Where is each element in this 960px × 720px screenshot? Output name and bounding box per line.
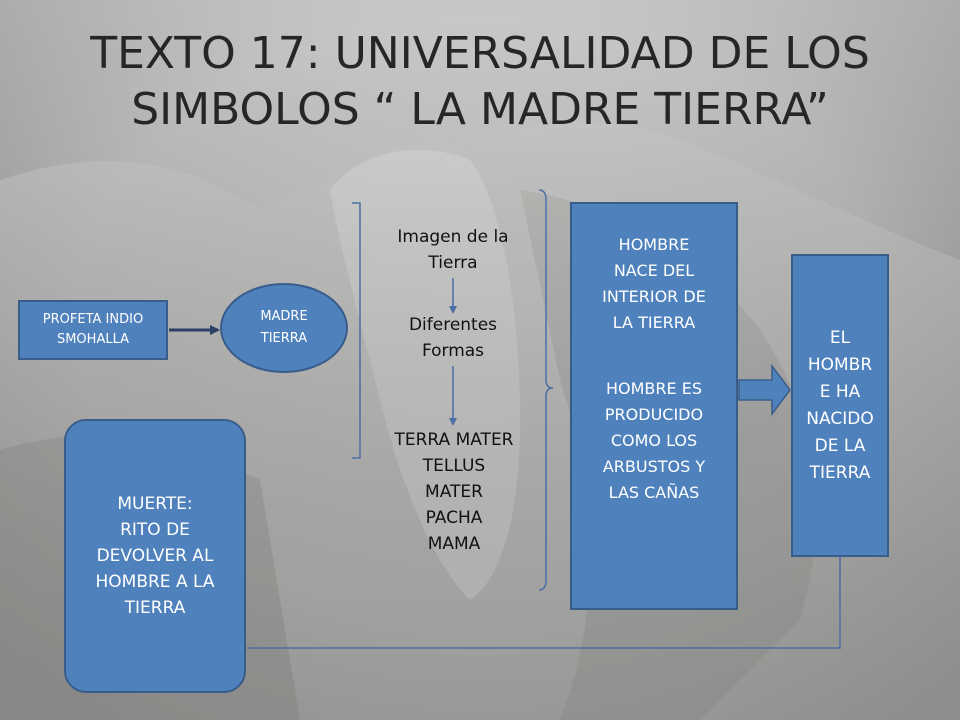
el-line: TIERRA <box>809 462 871 483</box>
muerte-line: HOMBRE A LA <box>95 572 215 592</box>
hombre-line: PRODUCIDO <box>604 405 704 424</box>
terra-line: TERRA MATER <box>394 430 514 450</box>
hombre-paragraph-1: HOMBRE NACE DEL INTERIOR DE LA TIERRA <box>602 232 706 336</box>
muerte-box: MUERTE: RITO DE DEVOLVER AL HOMBRE A LA … <box>64 419 246 693</box>
terra-line: PACHA <box>425 508 483 528</box>
muerte-line: RITO DE <box>120 520 190 540</box>
hombre-box: HOMBRE NACE DEL INTERIOR DE LA TIERRA HO… <box>570 202 738 610</box>
hombre-line: INTERIOR DE <box>602 287 706 306</box>
title-line-1: TEXTO 17: UNIVERSALIDAD DE LOS <box>90 28 870 79</box>
terra-line: TELLUS <box>422 456 486 476</box>
muerte-line: MUERTE: <box>117 494 193 514</box>
imagen-line-2: Tierra <box>428 253 478 273</box>
hombre-line: NACE DEL <box>613 261 695 280</box>
el-line: HOMBR <box>807 354 873 375</box>
title-line-2: SIMBOLOS “ LA MADRE TIERRA” <box>131 84 829 135</box>
hombre-paragraph-2: HOMBRE ES PRODUCIDO COMO LOS ARBUSTOS Y … <box>603 376 705 506</box>
terra-line: MAMA <box>427 534 481 554</box>
imagen-line-1: Imagen de la <box>397 227 509 247</box>
hombre-line: HOMBRE <box>618 235 690 254</box>
hombre-line: LA TIERRA <box>612 313 696 332</box>
page-title: TEXTO 17: UNIVERSALIDAD DE LOS SIMBOLOS … <box>40 26 920 138</box>
madre-tierra-ellipse: MADRE TIERRA <box>220 283 348 373</box>
formas-text: Diferentes Formas <box>378 312 528 364</box>
formas-line-2: Formas <box>421 341 485 361</box>
formas-line-1: Diferentes <box>408 315 498 335</box>
madre-line-2: TIERRA <box>260 331 308 346</box>
terra-line: MATER <box>425 482 483 502</box>
hombre-line: ARBUSTOS Y <box>602 457 706 476</box>
profeta-line-1: PROFETA INDIO <box>42 312 144 327</box>
el-line: DE LA <box>814 435 866 456</box>
muerte-line: TIERRA <box>124 598 186 618</box>
profeta-box: PROFETA INDIO SMOHALLA <box>18 300 168 360</box>
hombre-line: HOMBRE ES <box>606 379 702 398</box>
profeta-line-2: SMOHALLA <box>56 332 130 347</box>
terra-mater-text: TERRA MATER TELLUS MATER PACHA MAMA <box>368 427 540 557</box>
muerte-line: DEVOLVER AL <box>96 546 214 566</box>
el-hombre-box: EL HOMBR E HA NACIDO DE LA TIERRA <box>791 254 889 557</box>
el-line: NACIDO <box>806 408 874 429</box>
hombre-line: LAS CAÑAS <box>608 483 700 502</box>
el-line: EL <box>829 327 851 348</box>
madre-line-1: MADRE <box>260 309 308 324</box>
el-line: E HA <box>819 381 861 402</box>
hombre-line: COMO LOS <box>610 431 698 450</box>
imagen-text: Imagen de la Tierra <box>378 224 528 276</box>
